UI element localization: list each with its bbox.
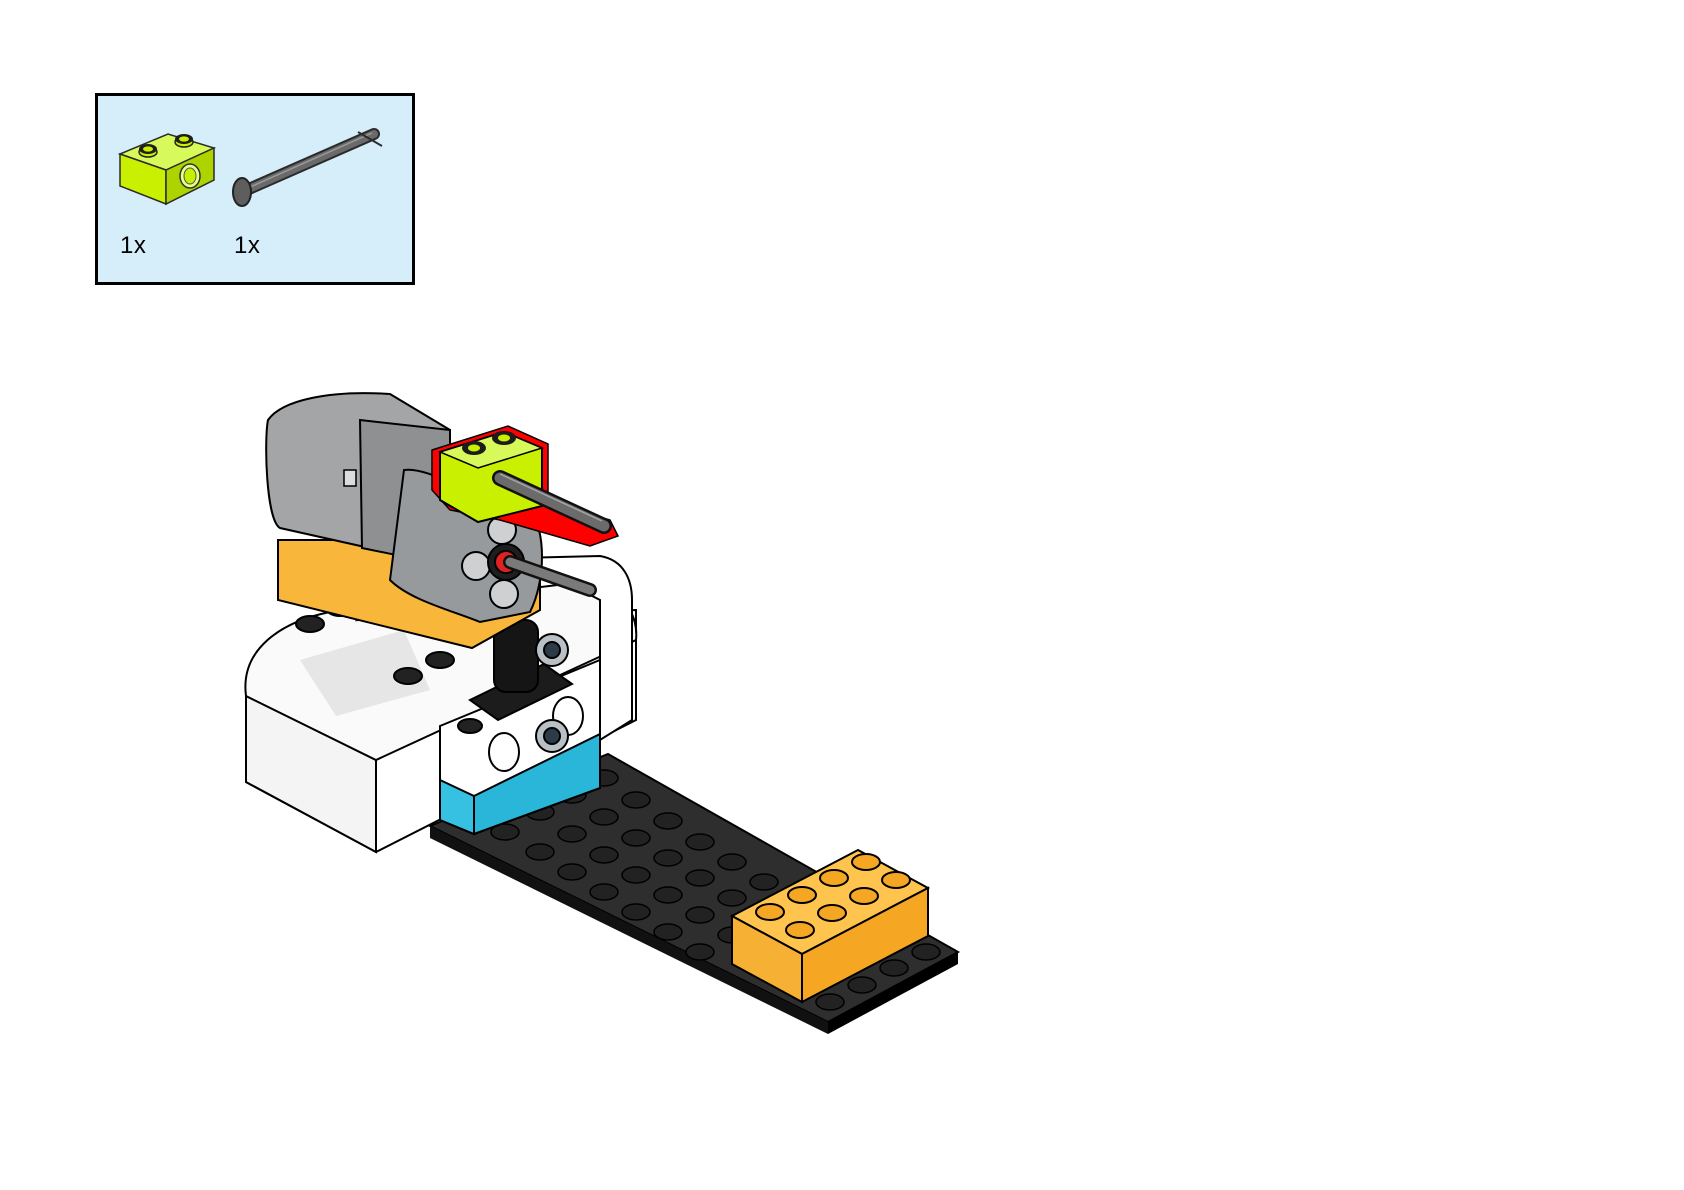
baseplate-studs (490, 769, 941, 1011)
orange-brick-2x4 (729, 848, 931, 1004)
white-support-piece (517, 554, 633, 742)
brick-quantity: 1x (120, 232, 147, 259)
lime-technic-brick-icon (118, 133, 217, 206)
parts-callout: 1x 1x (95, 93, 415, 285)
axle-pin-icon (232, 128, 383, 207)
axle-pin-quantity: 1x (234, 232, 261, 259)
highlighted-new-parts (431, 425, 620, 547)
lower-axle (503, 555, 597, 597)
azure-technic-brick (439, 658, 601, 836)
black-connector-block (468, 619, 574, 753)
